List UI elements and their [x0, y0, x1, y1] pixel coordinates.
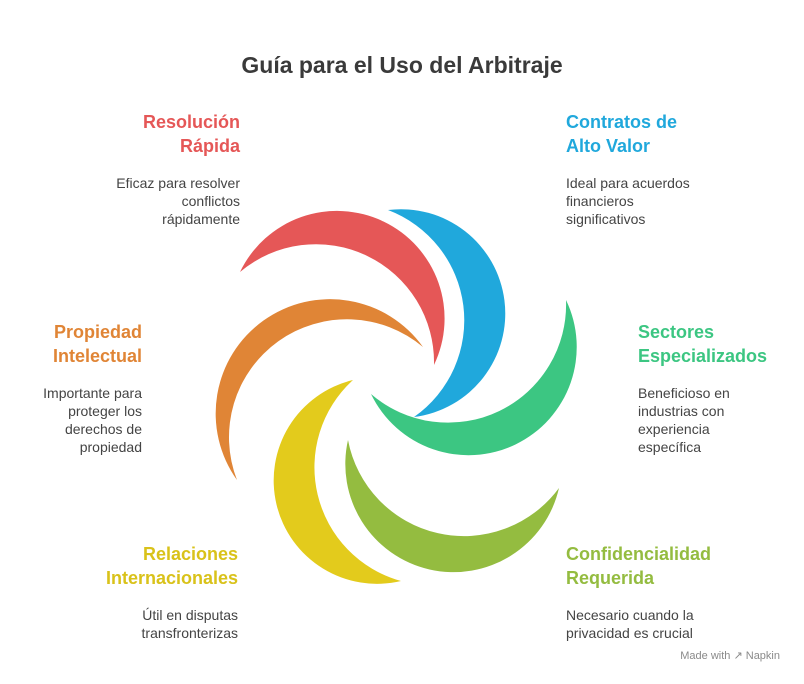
petal-contratos-alto-valor [388, 209, 506, 417]
section-sectores-especializados: Sectores Especializados Beneficioso en i… [638, 320, 804, 456]
brand-label: Napkin [745, 650, 780, 662]
desc-line: Eficaz para resolver [116, 175, 240, 191]
section-contratos-alto-valor: Contratos de Alto Valor Ideal para acuer… [566, 110, 776, 228]
desc-line: Útil en disputas [142, 607, 238, 623]
desc-line: derechos de [64, 421, 142, 437]
desc-propiedad-intelectual: Importante para proteger los derechos de… [0, 384, 142, 456]
desc-line: Necesario cuando la [566, 607, 694, 623]
desc-sectores-especializados: Beneficioso en industrias con experienci… [638, 384, 804, 456]
desc-line: transfronterizas [141, 625, 238, 641]
desc-line: proteger los [68, 403, 142, 419]
heading-contratos-alto-valor: Contratos de Alto Valor [566, 110, 776, 158]
page-title: Guía para el Uso del Arbitraje [241, 52, 563, 78]
section-resolucion-rapida: Resolución Rápida Eficaz para resolver c… [30, 110, 240, 228]
desc-confidencialidad-requerida: Necesario cuando la privacidad es crucia… [566, 606, 776, 642]
desc-line: Beneficioso en [638, 385, 730, 401]
heading-sectores-especializados: Sectores Especializados [638, 320, 804, 368]
desc-resolucion-rapida: Eficaz para resolver conflictos rápidame… [30, 174, 240, 228]
desc-line: privacidad es crucial [566, 625, 693, 641]
heading-confidencialidad-requerida: Confidencialidad Requerida [566, 542, 776, 590]
desc-line: industrias con [638, 403, 725, 419]
heading-line: Requerida [566, 568, 655, 588]
petal-sectores-especializados [371, 300, 577, 456]
heading-relaciones-internacionales: Relaciones Internacionales [28, 542, 238, 590]
heading-line: Especializados [638, 346, 768, 366]
petal-resolucion-rapida [240, 210, 445, 365]
heading-line: Sectores [638, 322, 715, 342]
petal-confidencialidad-requerida [345, 440, 559, 573]
heading-line: Rápida [179, 136, 240, 156]
section-relaciones-internacionales: Relaciones Internacionales Útil en dispu… [28, 542, 238, 642]
desc-line: financieros [566, 193, 634, 209]
desc-line: Importante para [43, 385, 142, 401]
heading-resolucion-rapida: Resolución Rápida [30, 110, 240, 158]
desc-contratos-alto-valor: Ideal para acuerdos financieros signific… [566, 174, 776, 228]
heading-line: Contratos de [566, 112, 678, 132]
section-propiedad-intelectual: Propiedad Intelectual Importante para pr… [0, 320, 142, 456]
desc-relaciones-internacionales: Útil en disputas transfronterizas [28, 606, 238, 642]
section-confidencialidad-requerida: Confidencialidad Requerida Necesario cua… [566, 542, 776, 642]
heading-line: Confidencialidad [566, 544, 712, 564]
heading-line: Propiedad [53, 322, 142, 342]
desc-line: rápidamente [162, 211, 240, 227]
petal-propiedad-intelectual [215, 299, 423, 480]
heading-line: Resolución [142, 112, 240, 132]
heading-line: Relaciones [142, 544, 238, 564]
heading-line: Internacionales [105, 568, 238, 588]
napkin-logo-icon: ↗ [733, 650, 743, 662]
petal-relaciones-internacionales [273, 380, 401, 584]
desc-line: específica [638, 439, 702, 455]
desc-line: Ideal para acuerdos [566, 175, 690, 191]
heading-line: Intelectual [52, 346, 142, 366]
desc-line: experiencia [638, 421, 710, 437]
made-with-label: Made with [680, 650, 731, 662]
footer-attribution: Made with ↗ Napkin [680, 649, 780, 662]
desc-line: propiedad [79, 439, 142, 455]
heading-propiedad-intelectual: Propiedad Intelectual [0, 320, 142, 368]
heading-line: Alto Valor [566, 136, 651, 156]
desc-line: significativos [566, 211, 646, 227]
desc-line: conflictos [181, 193, 240, 209]
